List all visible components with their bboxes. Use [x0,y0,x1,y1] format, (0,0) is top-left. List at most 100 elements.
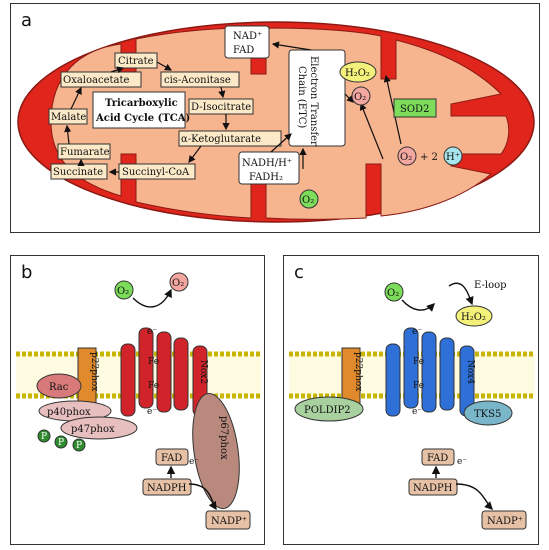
o2-label: O₂ [387,288,399,299]
etc-box [288,49,346,147]
fe-label-2: Fe [148,381,159,391]
nox2-label: Nox2 [198,360,208,384]
nadp-label: NADP⁺ [211,516,247,527]
superoxide-label-2: O₂ [400,152,412,163]
rac-label: Rac [49,382,69,393]
oxygen-molecule [299,189,319,209]
h2o2-label: H₂O₂ [461,312,486,323]
nox2-helix [138,327,154,409]
p22phox-label: p22phox [353,352,363,391]
a-ketoglutarate-box [178,130,282,147]
nadph-box [142,478,192,496]
etc-label-line2: Chain (ETC) [296,66,307,128]
cis-aconitase-label: cis-Aconitase [164,75,231,86]
a-ketoglutarate-label: α-Ketoglutarate [181,134,261,145]
p67phox-label: p67phox [218,416,229,460]
phosphate-group [37,429,51,443]
phosphate-label-1: P [41,432,47,442]
rac-protein [36,373,82,399]
nadp-box [481,510,527,530]
h2o2-molecule [339,61,377,83]
electron-label-3: e⁻ [189,457,199,467]
nox2-helix [156,331,172,413]
nad-label: NAD⁺ [233,31,262,42]
fe-label-2: Fe [413,381,424,391]
proton [443,146,463,166]
superoxide-molecule-2 [397,146,417,166]
fe-label-1: Fe [148,357,159,367]
phosphate-label-3: P [76,441,82,451]
superoxide-molecule [351,86,371,106]
oxaloacetate-box [60,71,142,88]
electron-label-2: e⁻ [412,407,422,417]
oxygen-molecule [384,282,404,302]
sod2-enzyme [393,98,437,118]
panel-b: b O₂ O₂ p22phox Nox2 Fe Fe e⁻ e⁻ Rac p40… [10,255,265,545]
tca-title-line1: Tricarboxylic [105,98,178,109]
nadp-label: NADP⁺ [487,516,523,527]
o2-label: O₂ [302,195,314,206]
tca-title-line2: Acid Cycle (TCA) [95,113,190,124]
nox4-complex-diagram: c O₂ E-loop H₂O₂ p22phox Nox4 Fe Fe e⁻ e… [289,262,535,530]
tks5-label: TKS5 [474,409,501,420]
poldip2-label: POLDIP2 [304,405,351,416]
panel-a: a Citrate cis-Aconitase Oxaloacetate D-I… [10,3,540,233]
plus-two-label: + 2 [420,152,438,163]
fumarate-label: Fumarate [60,147,110,158]
sod2-label: SOD2 [400,104,429,115]
tca-title-box [92,91,186,129]
etc-label-line1: Electron Transfer [308,56,319,146]
fe-label-1: Fe [413,357,424,367]
nox4-helix [385,343,401,417]
oxygen-molecule [114,280,134,300]
p47phox-label: p47phox [71,424,115,435]
phosphate-group [72,438,86,452]
superoxide-label: O₂ [172,278,184,289]
citrate-label: Citrate [118,56,154,67]
h2o2-label: H₂O₂ [345,68,370,79]
p40phox-label: p40phox [47,407,91,418]
p67phox-protein [192,392,240,510]
succinate-label: Succinate [53,167,103,178]
fad-label: FAD [233,45,254,56]
mitochondrion-diagram: a Citrate cis-Aconitase Oxaloacetate D-I… [17,10,535,223]
superoxide-label: O₂ [354,92,366,103]
nox4-label: Nox4 [465,360,475,384]
nox4-helix [403,327,419,409]
nox2-complex-diagram: b O₂ O₂ p22phox Nox2 Fe Fe e⁻ e⁻ Rac p40… [16,262,261,530]
phosphate-label-2: P [58,438,64,448]
nadph-label: NADPH [413,483,453,494]
panel-c: c O₂ E-loop H₂O₂ p22phox Nox4 Fe Fe e⁻ e… [283,255,539,545]
succinyl-coa-label: Succinyl-CoA [122,167,190,178]
fad-box [155,448,189,466]
superoxide-molecule [169,272,189,292]
nox2-helix [120,343,136,417]
fad-label: FAD [161,453,182,464]
malate-label: Malate [51,112,86,123]
proton-label: H⁺ [446,152,460,163]
nox4-helix [421,331,437,413]
nox4-helix [439,337,455,411]
panel-letter-c: c [294,262,304,283]
e-loop-label: E-loop [474,280,507,291]
electron-label-3: e⁻ [457,457,467,467]
fad-label: FAD [427,453,448,464]
poldip2-protein [294,396,364,422]
nadh-label: NADH/H⁺ [242,158,292,169]
malate-box [48,108,88,125]
electron-label-1: e⁻ [412,327,422,337]
panel-letter-a: a [21,10,32,31]
nadp-box [205,510,251,530]
oxaloacetate-label: Oxaloacetate [63,75,129,86]
d-isocitrate-label: D-Isocitrate [191,102,251,113]
d-isocitrate-box [188,98,254,115]
tks5-protein [463,400,513,426]
h2o2-molecule [455,305,493,327]
nadph-label: NADPH [147,483,187,494]
electron-label-1: e⁻ [147,327,157,337]
fad-box [421,448,455,466]
fadh2-label: FADH₂ [249,172,283,183]
citrate-box [114,52,158,69]
p22phox-label: p22phox [89,352,99,391]
phosphate-group [54,435,68,449]
